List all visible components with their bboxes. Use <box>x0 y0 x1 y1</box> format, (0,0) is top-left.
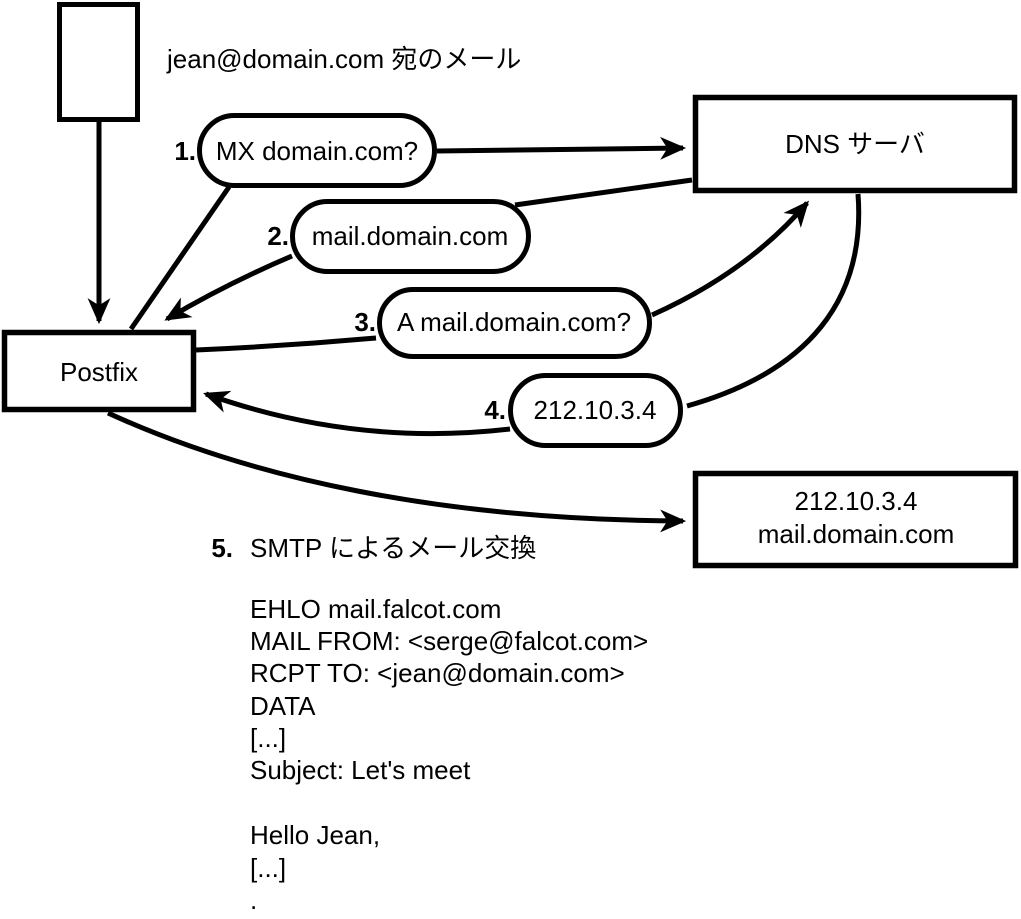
step1-number: 1. <box>174 136 196 166</box>
step4-bubble <box>508 373 683 448</box>
step1-bubble <box>197 113 437 188</box>
smtp-line: Subject: Let's meet <box>250 755 471 785</box>
mail-server-host-label: mail.domain.com <box>758 519 955 549</box>
smtp-line: RCPT TO: <jean@domain.com> <box>250 658 625 688</box>
mail-title: jean@domain.com 宛のメール <box>166 44 521 74</box>
mail-server-box <box>692 470 1019 569</box>
postfix-label: Postfix <box>60 357 138 387</box>
mail-server-ip-label: 212.10.3.4 <box>795 486 918 516</box>
arrow-step3-to-dns <box>650 200 810 318</box>
postfix-box <box>1 329 197 413</box>
smtp-line: . <box>250 885 257 915</box>
step3-bubble <box>377 287 652 359</box>
line-postfix-to-step1 <box>128 185 232 331</box>
line-dns-to-step2 <box>514 177 693 208</box>
step3-label: A mail.domain.com? <box>397 307 631 337</box>
dns-server-label: DNS サーバ <box>785 129 925 159</box>
smtp-session-block: EHLO mail.falcot.com MAIL FROM: <serge@f… <box>250 594 648 915</box>
arrow-step2-to-postfix <box>164 253 293 322</box>
step2-bubble <box>290 199 531 274</box>
arrow-step1-to-dns <box>436 136 687 160</box>
step1-label: MX domain.com? <box>216 136 418 166</box>
dns-server-box <box>692 94 1018 194</box>
step3-number: 3. <box>354 307 376 337</box>
line-dns-to-step4 <box>686 193 862 409</box>
smtp-line: MAIL FROM: <serge@falcot.com> <box>250 626 648 656</box>
smtp-line: Hello Jean, <box>250 820 380 850</box>
smtp-line: [...] <box>250 723 286 753</box>
step2-label: mail.domain.com <box>312 221 509 251</box>
arrow-step4-to-postfix <box>203 390 511 437</box>
outgoing-mail-icon <box>57 2 140 122</box>
step2-number: 2. <box>267 221 289 251</box>
step5-label: SMTP によるメール交換 <box>250 533 536 563</box>
smtp-line: DATA <box>250 691 316 721</box>
step4-number: 4. <box>484 395 506 425</box>
smtp-line: [...] <box>250 853 286 883</box>
arrow-postfix-to-mail-server <box>106 410 687 533</box>
line-postfix-to-step3 <box>195 335 377 353</box>
smtp-line: EHLO mail.falcot.com <box>250 594 501 624</box>
step4-label: 212.10.3.4 <box>534 395 657 425</box>
step5-number: 5. <box>211 533 233 563</box>
